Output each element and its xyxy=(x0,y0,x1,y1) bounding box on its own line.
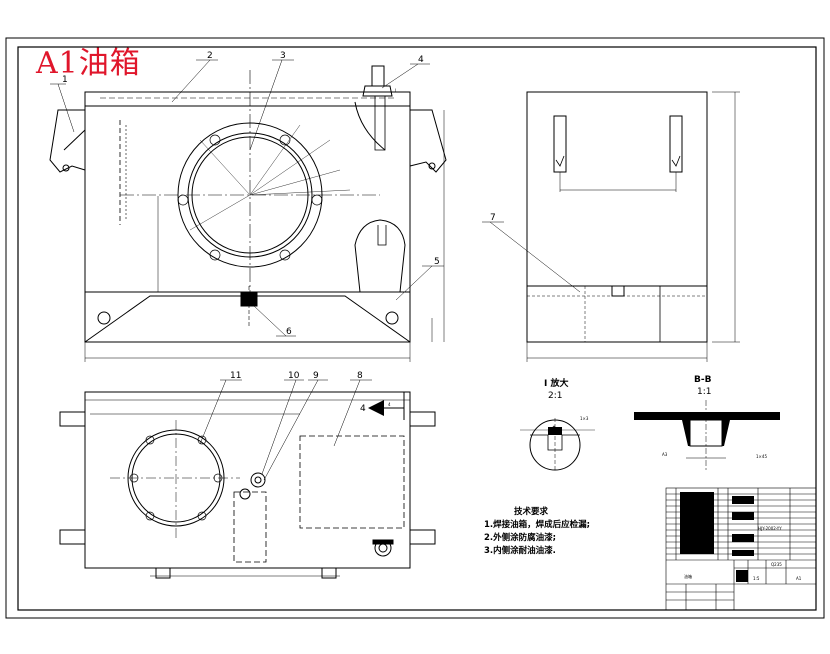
detail-view-title: I 放大 xyxy=(544,377,568,389)
tech-requirements-heading: 技术要求 xyxy=(514,507,549,517)
front-view: 1 2 3 4 5 6 I xyxy=(49,51,447,362)
title-block-material: Q235 xyxy=(771,562,782,567)
part-number-5: 5 xyxy=(434,257,440,267)
part-number-9: 9 xyxy=(313,371,319,381)
part-number-2: 2 xyxy=(207,51,213,61)
part-number-8: 8 xyxy=(357,371,363,381)
part-number-3: 3 xyxy=(280,51,286,61)
drawing-title: A1油箱 xyxy=(36,46,141,81)
technical-requirements: 技术要求 1.焊接油箱，焊成后应检漏; 2.外侧涂防腐油漆; 3.内侧涂耐油油漆… xyxy=(484,506,590,558)
outer-border xyxy=(5,37,825,619)
tech-requirement-item: 3.内侧涂耐油油漆. xyxy=(484,546,556,556)
detail-view-I: I 放大 2:1 1×3 xyxy=(520,377,595,472)
section-label-a3: A3 xyxy=(662,452,668,457)
title-block: HJY-2002-YY 油箱 1:5 Q235 A1 xyxy=(665,487,817,611)
title-block-sheet: A1 xyxy=(796,576,802,581)
part-number-7: 7 xyxy=(490,213,496,223)
part-number-4: 4 xyxy=(418,55,424,65)
part-number-10: 10 xyxy=(288,371,300,381)
top-view: 4 4 11 10 9 8 xyxy=(59,371,436,579)
part-number-11: 11 xyxy=(230,371,241,381)
title-block-scale: 1:5 xyxy=(753,576,760,581)
section-view-scale: 1:1 xyxy=(697,387,711,397)
section-chamfer-label: 1×45 xyxy=(756,454,767,459)
side-view: 7 xyxy=(482,91,740,362)
section-arrow-label-right: 4 xyxy=(388,402,391,407)
section-arrow-label: 4 xyxy=(360,404,366,414)
section-view-BB: B-B 1:1 A3 1×45 xyxy=(634,375,780,470)
part-number-6: 6 xyxy=(286,327,292,337)
title-block-name: 油箱 xyxy=(684,573,692,579)
detail-view-scale: 2:1 xyxy=(548,391,562,401)
inner-border xyxy=(17,46,817,611)
view-mark-front: I xyxy=(395,88,396,93)
tech-requirement-item: 2.外侧涂防腐油漆; xyxy=(484,533,557,543)
tech-requirement-item: 1.焊接油箱，焊成后应检漏; xyxy=(484,520,591,530)
part-number-1: 1 xyxy=(62,75,68,85)
detail-chamfer-label: 1×3 xyxy=(580,416,589,421)
title-block-drawing-number: HJY-2002-YY xyxy=(758,526,782,531)
section-view-title: B-B xyxy=(694,375,712,385)
